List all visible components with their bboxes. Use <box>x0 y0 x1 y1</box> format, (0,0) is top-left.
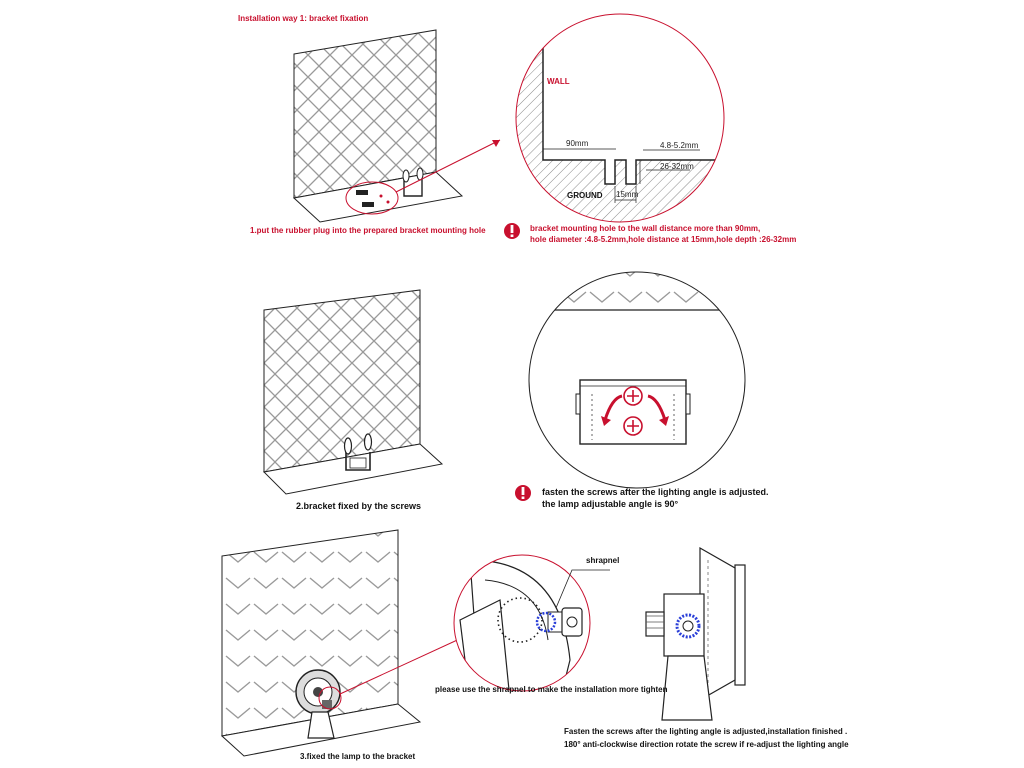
washer-icon <box>535 611 557 633</box>
finish-note-line2: 180° anti-clockwise direction rotate the… <box>564 740 849 749</box>
step2-caption: 2.bracket fixed by the screws <box>296 501 422 511</box>
dim-hole-depth: 26-32mm <box>660 162 694 171</box>
dim-wall-distance: 90mm <box>566 139 589 148</box>
step1-caption: 1.put the rubber plug into the prepared … <box>250 226 486 235</box>
ground-label: GROUND <box>567 191 603 200</box>
arrow-icon <box>492 140 500 147</box>
finish-note-line1: Fasten the screws after the lighting ang… <box>564 727 848 736</box>
step1-wall-illustration <box>292 29 501 223</box>
step1-note-line1: bracket mounting hole to the wall distan… <box>530 224 761 233</box>
washer-icon <box>675 613 701 639</box>
step2-note-line1: fasten the screws after the lighting ang… <box>542 487 769 497</box>
step3-finished-lamp <box>645 546 746 721</box>
wall-label: WALL <box>547 77 570 86</box>
step2-note-line2: the lamp adjustable angle is 90° <box>542 499 679 509</box>
shrapnel-note: please use the shrapnel to make the inst… <box>435 685 668 694</box>
shrapnel-label: shrapnel <box>586 556 620 565</box>
dim-hole-diameter: 4.8-5.2mm <box>660 141 699 150</box>
step2-detail-circle <box>528 271 746 489</box>
step3-caption: 3.fixed the lamp to the bracket <box>300 752 416 761</box>
step3-wall-illustration <box>220 529 467 757</box>
dim-hole-distance: 15mm <box>616 190 639 199</box>
page-title: Installation way 1: bracket fixation <box>238 14 369 23</box>
step3-shrapnel-detail-circle <box>453 554 610 692</box>
warning-icon <box>504 223 520 239</box>
step2-wall-illustration <box>262 289 444 495</box>
step1-note-line2: hole diameter :4.8-5.2mm,hole distance a… <box>530 235 797 244</box>
warning-icon <box>515 485 531 501</box>
